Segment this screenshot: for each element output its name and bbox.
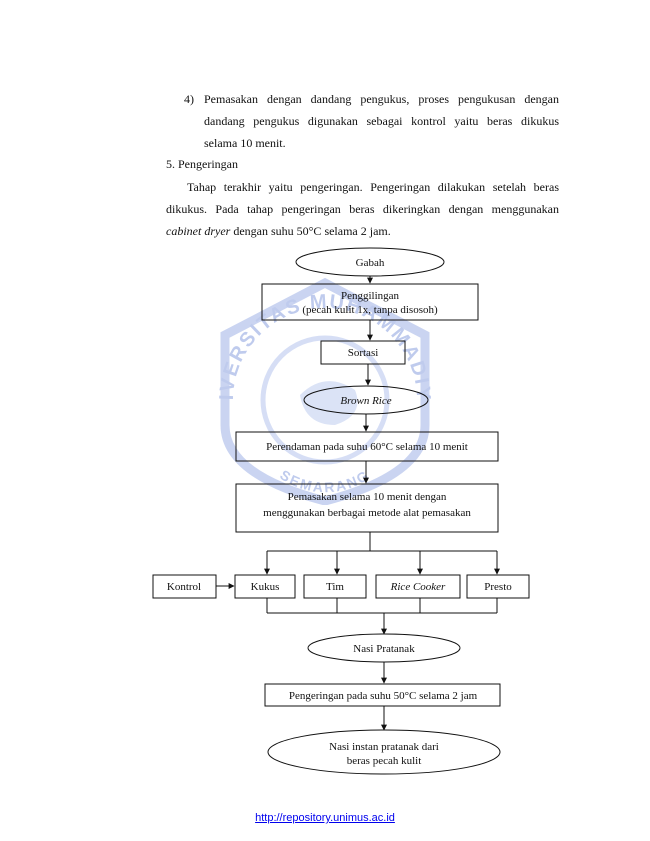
paragraph-line: Tahap terakhir yaitu pengeringan. Penger… bbox=[187, 180, 559, 194]
presto-node bbox=[466, 574, 530, 599]
repository-link[interactable]: http://repository.unimus.ac.id bbox=[255, 812, 395, 824]
list-number: 4) bbox=[184, 92, 194, 106]
perendaman-label: Perendaman pada suhu 60°C selama 10 meni… bbox=[266, 441, 468, 453]
pengeringan-node bbox=[264, 683, 501, 707]
presto-label: Presto bbox=[484, 581, 512, 593]
penggilingan-sub-label: (pecah kulit 1x, tanpa disosoh) bbox=[302, 304, 438, 316]
gabah-label: Gabah bbox=[356, 257, 385, 269]
paragraph-line: cabinet dryer dengan suhu 50°C selama 2 … bbox=[166, 220, 559, 242]
tim-label: Tim bbox=[326, 581, 344, 593]
list-item-line: selama 10 menit. bbox=[204, 136, 286, 150]
rice-cooker-node bbox=[375, 574, 461, 599]
kukus-node bbox=[234, 574, 296, 599]
perendaman-node bbox=[235, 431, 499, 462]
list-item-4: Pemasakan dengan dandang pengukus, prose… bbox=[204, 88, 559, 154]
rice-cooker-label: Rice Cooker bbox=[390, 581, 446, 593]
sortasi-node bbox=[320, 340, 406, 365]
sortasi-label: Sortasi bbox=[348, 347, 379, 359]
tim-node bbox=[303, 574, 367, 599]
pengeringan-label: Pengeringan pada suhu 50°C selama 2 jam bbox=[289, 690, 478, 702]
penggilingan-label: Penggilingan bbox=[341, 290, 400, 302]
pemasakan-node bbox=[235, 483, 499, 533]
body-paragraph: Tahap terakhir yaitu pengeringan. Penger… bbox=[166, 176, 559, 242]
pemasakan-label-line2: menggunakan berbagai metode alat pemasak… bbox=[263, 507, 471, 519]
paragraph-line-rest: dengan suhu 50°C selama 2 jam. bbox=[230, 224, 391, 238]
logo-ring bbox=[260, 335, 390, 465]
kontrol-label: Kontrol bbox=[167, 581, 201, 593]
nasi-instan-node bbox=[267, 729, 501, 775]
section-heading: 5. Pengeringan bbox=[166, 157, 238, 171]
nasi-instan-label-line1: Nasi instan pratanak dari bbox=[329, 741, 439, 753]
paragraph-line: dikukus. Pada tahap pengeringan beras di… bbox=[166, 202, 559, 216]
list-item-line: Pemasakan dengan dandang pengukus, prose… bbox=[204, 92, 559, 106]
nasi-instan-label-line2: beras pecah kulit bbox=[347, 755, 422, 767]
list-item-line: dandang pengukus digunakan sebagai kontr… bbox=[204, 114, 559, 128]
nasi-pratanak-label: Nasi Pratanak bbox=[353, 643, 415, 655]
shield-outline bbox=[220, 277, 430, 505]
italic-term: cabinet dryer bbox=[166, 224, 231, 238]
pemasakan-label-line1: Pemasakan selama 10 menit dengan bbox=[288, 491, 447, 503]
brown-rice-label: Brown Rice bbox=[340, 395, 391, 407]
kukus-label: Kukus bbox=[251, 581, 280, 593]
